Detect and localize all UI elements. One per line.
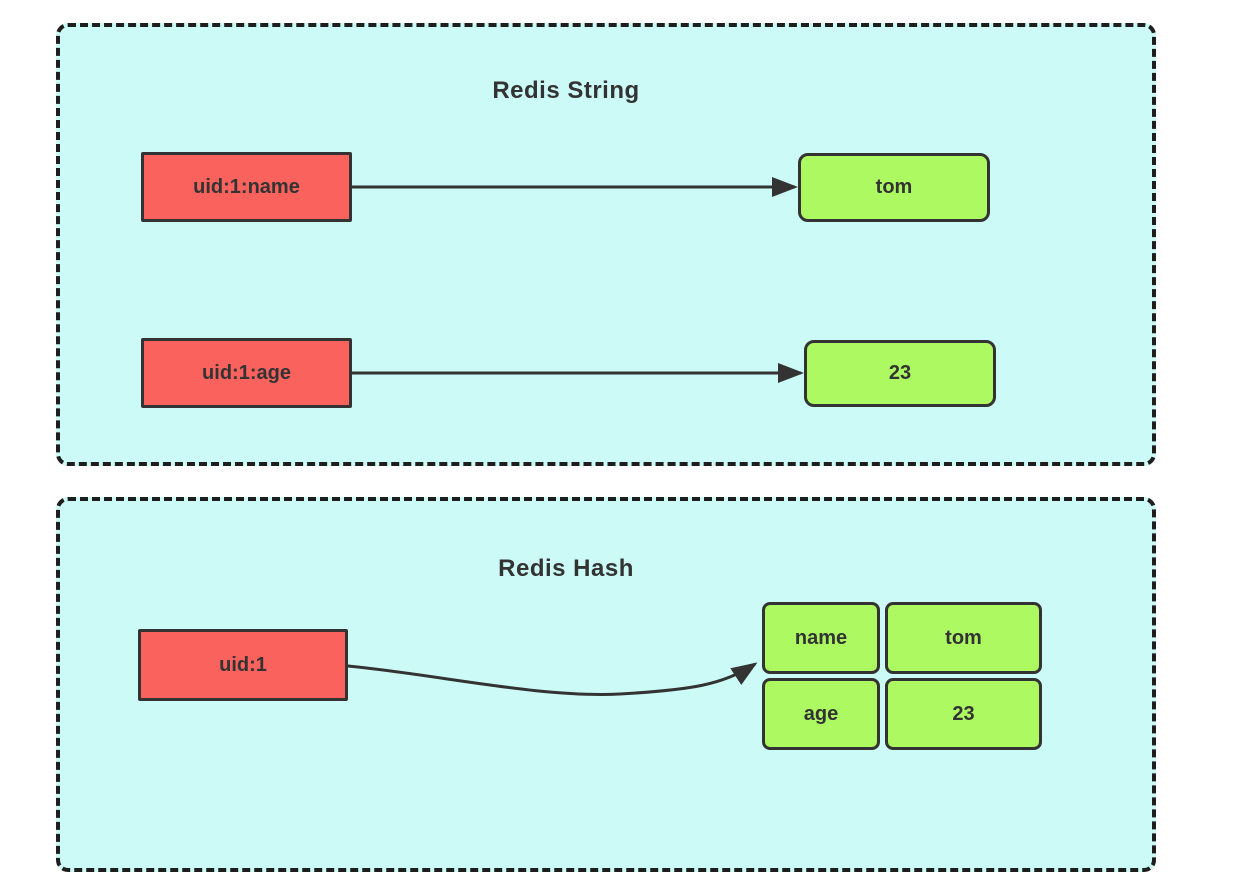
panel-title-redis-hash: Redis Hash xyxy=(498,555,634,582)
hash-cell-value-tom: tom xyxy=(885,602,1042,674)
hash-cell-value-23: 23 xyxy=(885,678,1042,750)
value-box-tom: tom xyxy=(798,153,990,222)
panel-redis-hash: Redis Hash uid:1 name tom age 23 xyxy=(56,497,1156,872)
key-box-uid-1-age: uid:1:age xyxy=(141,338,352,408)
key-box-uid-1: uid:1 xyxy=(138,629,348,701)
panel-title-redis-string: Redis String xyxy=(492,77,640,104)
hash-cell-field-age: age xyxy=(762,678,880,750)
hash-cell-field-name: name xyxy=(762,602,880,674)
key-box-uid-1-name: uid:1:name xyxy=(141,152,352,222)
arrow-uid1-to-hash xyxy=(347,662,758,696)
value-box-23: 23 xyxy=(804,340,996,407)
hash-table: name tom age 23 xyxy=(762,602,1042,750)
panel-redis-string: Redis String uid:1:name tom uid:1:age 23 xyxy=(56,23,1156,466)
